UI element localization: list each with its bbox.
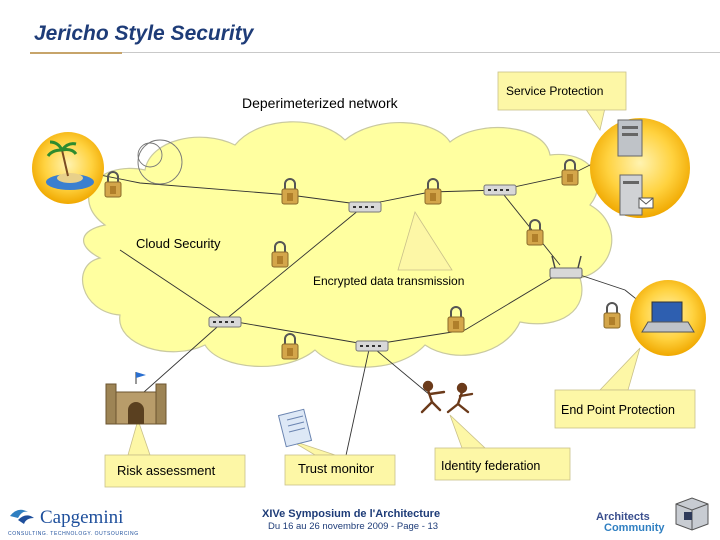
lock-icon: [603, 302, 621, 329]
architects-community-logo: [675, 497, 709, 531]
castle-icon: [105, 372, 167, 425]
endpoint-callout-pointer: [599, 347, 641, 391]
capgemini-logo-mark: [10, 509, 34, 524]
endpoint-protection-callout: [554, 389, 696, 429]
risk-assessment-callout: [104, 454, 246, 488]
wireless-router-icon: [549, 255, 583, 279]
title-accent: [30, 52, 122, 54]
router-icon: [348, 201, 382, 213]
date-page: Du 16 au 26 novembre 2009 - Page - 13: [268, 521, 439, 532]
end-point-label: End Point Protection: [561, 403, 675, 417]
trust-monitor-callout: [284, 454, 396, 486]
title-divider: [30, 52, 720, 53]
cloud-security-label: Cloud Security: [136, 236, 221, 251]
risk-callout-pointer: [127, 418, 151, 456]
service-protection-label: Service Protection: [506, 84, 604, 98]
router-icon: [355, 340, 389, 352]
encrypted-callout-pointer: [397, 211, 453, 271]
router-icon: [483, 184, 517, 196]
community-text: Community: [604, 522, 665, 534]
deperimeterized-label: Deperimeterized network: [242, 95, 398, 111]
identity-callout-pointer: [449, 414, 487, 449]
router-icon: [208, 316, 242, 328]
laptop-icon: [630, 280, 706, 356]
service-protection-callout: [497, 71, 627, 111]
document-icon: [277, 408, 313, 448]
symposium-title: XIVe Symposium de l'Architecture: [262, 508, 441, 520]
trust-monitor-label: Trust monitor: [298, 461, 375, 476]
page-title: Jericho Style Security: [34, 22, 254, 45]
identity-federation-label: Identity federation: [441, 459, 541, 473]
architects-text: Architects: [596, 511, 650, 523]
identity-federation-callout: [434, 447, 571, 481]
capgemini-brand: Capgemini: [40, 507, 124, 528]
wireless-circles: [137, 139, 183, 185]
relay-runners-icon: [420, 380, 474, 414]
service-callout-pointer: [584, 107, 606, 131]
encrypted-label: Encrypted data transmission: [313, 274, 465, 288]
capgemini-tagline: CONSULTING. TECHNOLOGY. OUTSOURCING: [8, 531, 139, 537]
risk-assessment-label: Risk assessment: [117, 463, 216, 478]
island-icon: [32, 132, 104, 204]
server-icon: [590, 118, 690, 218]
